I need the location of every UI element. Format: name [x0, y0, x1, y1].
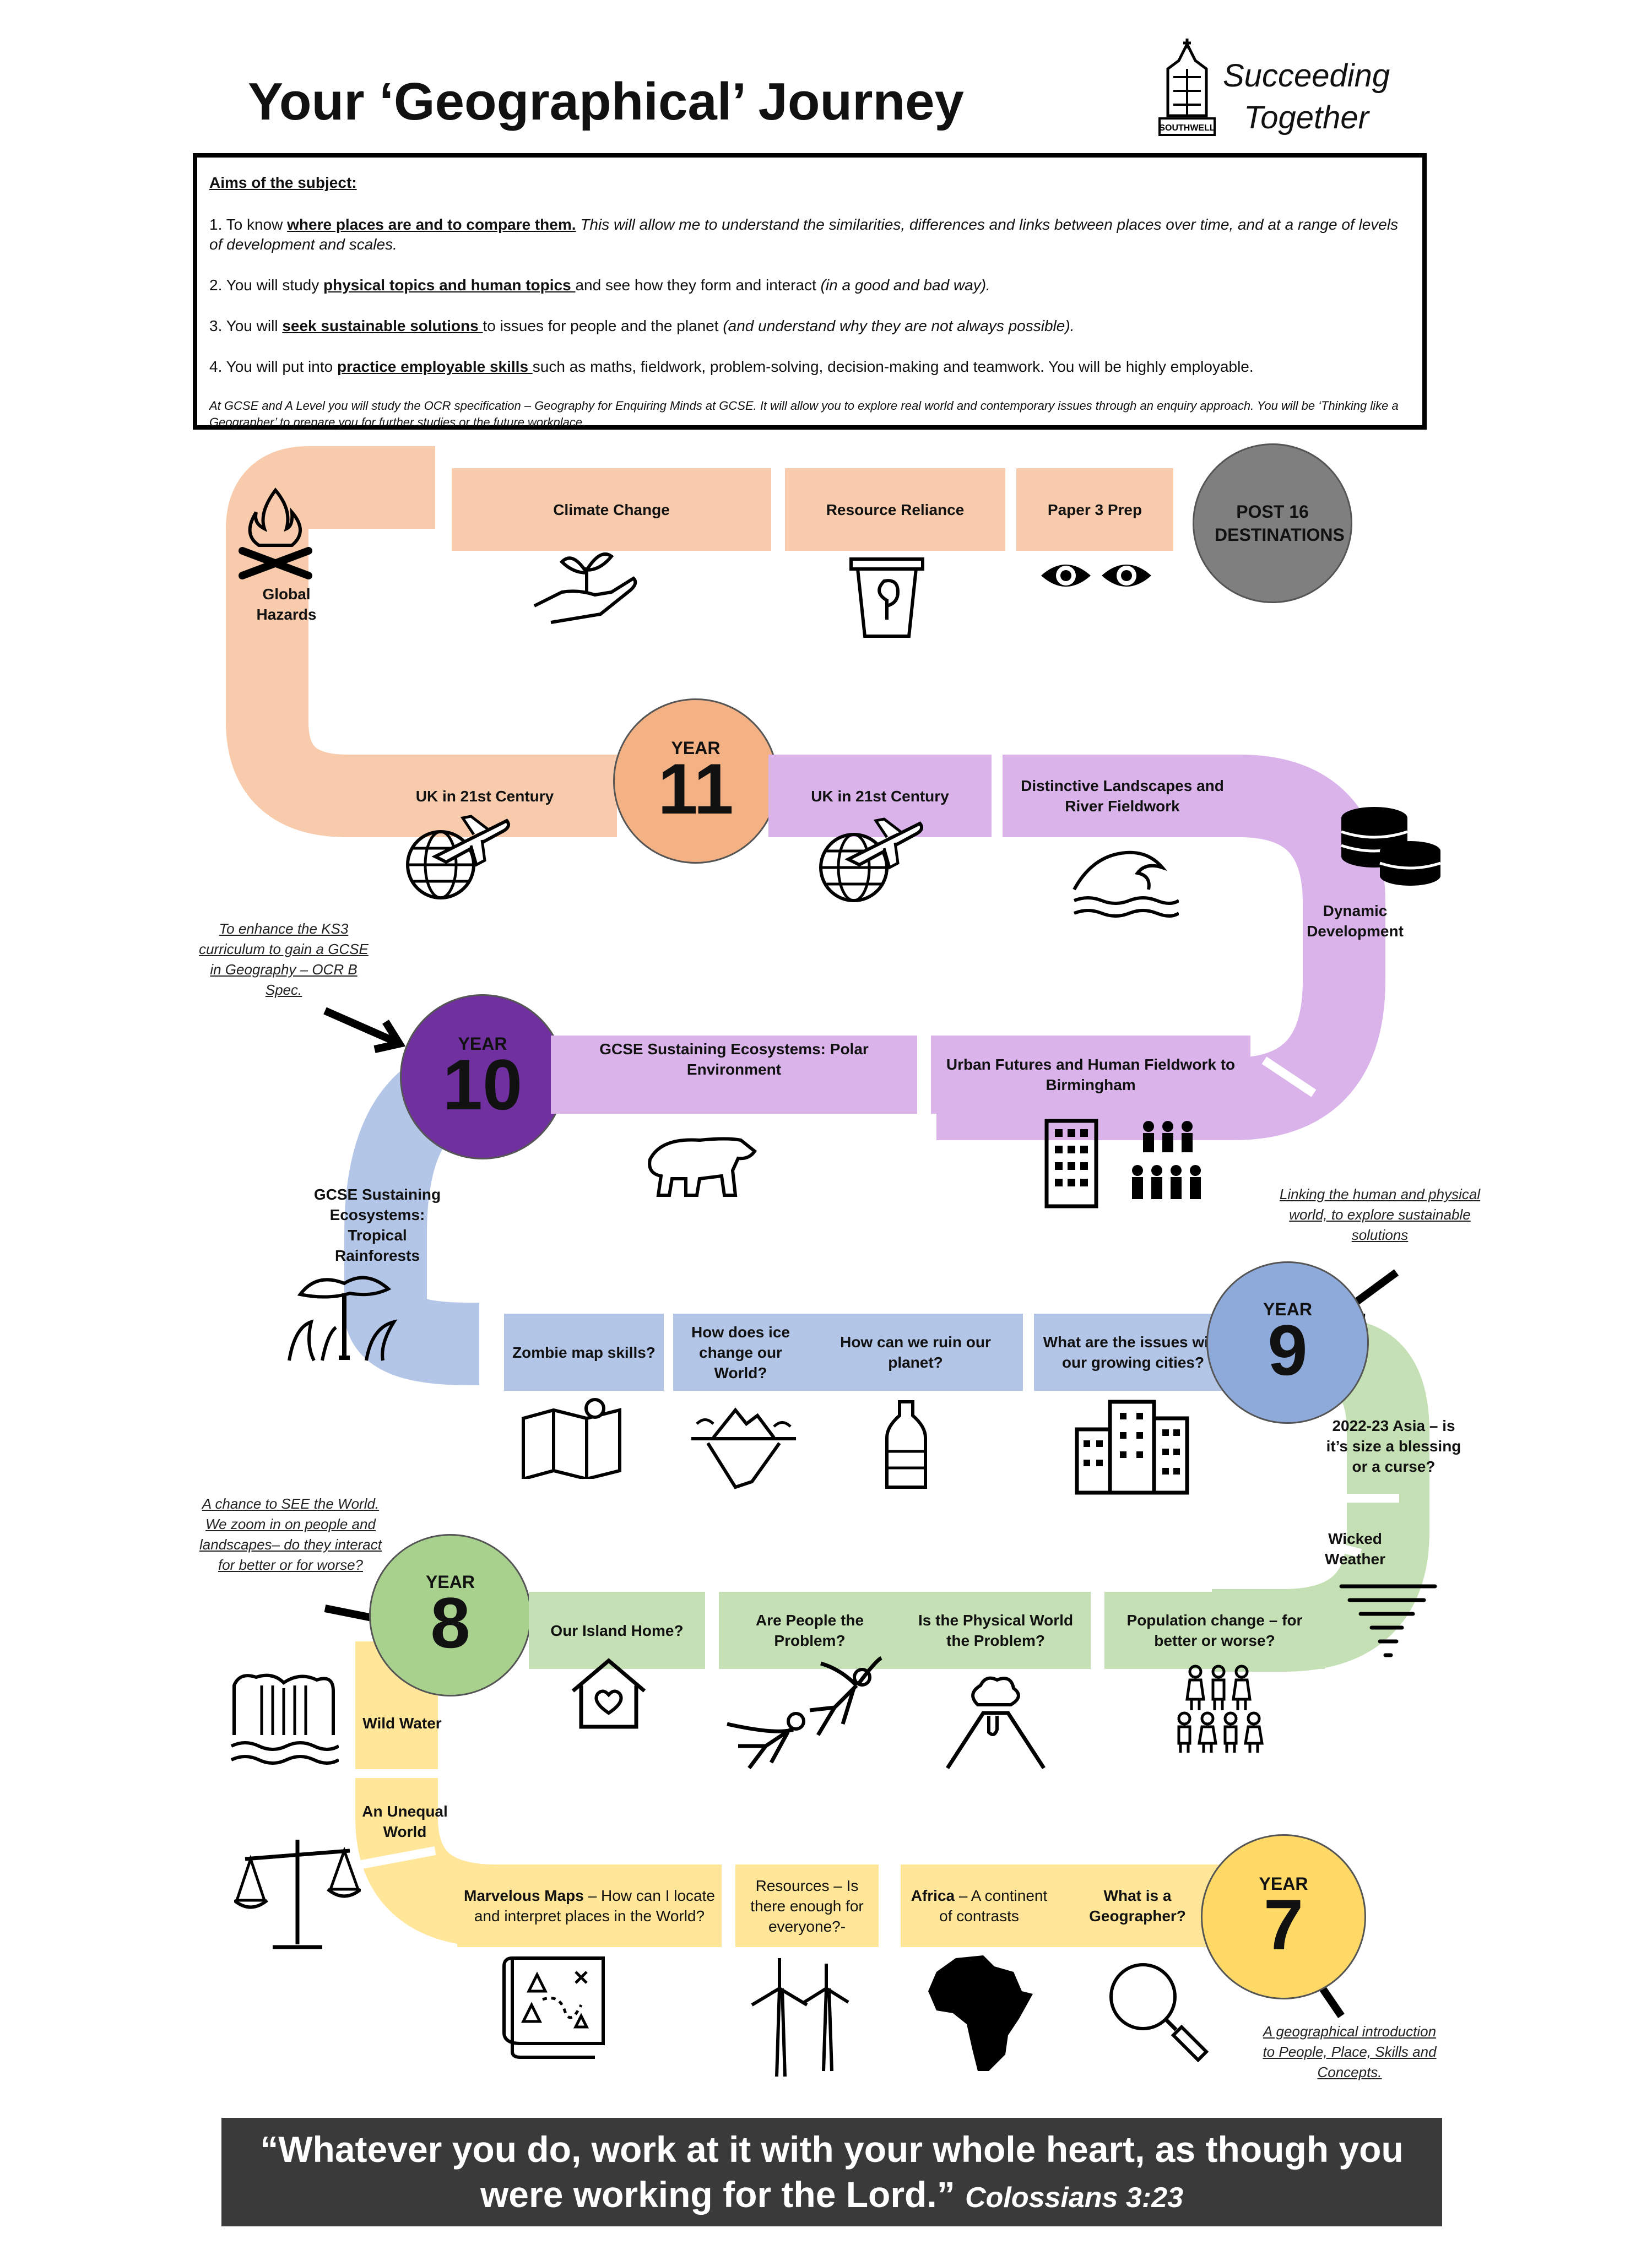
motto-line-2: Together [1244, 100, 1369, 135]
topic-marvelous-maps: Marvelous Maps – How can I locate and in… [457, 1864, 722, 1947]
topic-ice-change: How does ice change our World? [673, 1314, 808, 1391]
eyes-icon [1041, 565, 1151, 587]
topic-resource-reliance: Resource Reliance [785, 468, 1005, 551]
quote-text: “Whatever you do, work at it with your w… [260, 2129, 1404, 2215]
topic-resources: Resources – Is there enough for everyone… [735, 1864, 879, 1947]
scales-icon [234, 1840, 361, 1949]
bottle-icon [885, 1400, 927, 1489]
plant-hand-icon [533, 552, 637, 624]
topic-unequal-world: An Unequal World [362, 1803, 448, 1840]
note-see-world-text: A chance to SEE the World. We zoom in on… [199, 1495, 382, 1573]
scripture-quote: “Whatever you do, work at it with your w… [221, 2118, 1442, 2226]
school-crest-icon: SOUTHWELL [1158, 39, 1216, 136]
waterfall-icon [230, 1673, 339, 1765]
topic-climate-change: Climate Change [452, 468, 771, 551]
aims-heading: Aims of the subject: [209, 174, 357, 191]
year-9-number: 9 [1268, 1310, 1308, 1390]
africa-bold: Africa [911, 1887, 955, 1904]
topic-tropical-rainforests: GCSE Sustaining Ecosystems: Tropical Rai… [313, 1186, 441, 1264]
year-10-number: 10 [442, 1044, 523, 1125]
globe-plane-icon [406, 815, 511, 899]
year-11-word: YEAR [671, 738, 721, 758]
year-9-word: YEAR [1263, 1299, 1312, 1319]
topic-polar-environment: GCSE Sustaining Ecosystems: Polar Enviro… [551, 1036, 917, 1114]
aims-footnote: At GCSE and A Level you will study the O… [209, 399, 1399, 429]
note-ks3: To enhance the KS3 curriculum to gain a … [199, 920, 369, 998]
year-11-badge: YEAR 11 [613, 698, 778, 864]
polar-bear-icon [648, 1137, 757, 1197]
maps-rest: – How can I locate and interpret places … [474, 1887, 715, 1925]
post-16-destinations: POST 16 DESTINATIONS [1193, 443, 1352, 603]
topic-zombie-map-skills: Zombie map skills? [504, 1314, 664, 1391]
topic-global-hazards: Global Hazards [256, 586, 317, 623]
quote-reference: Colossians 3:23 [965, 2182, 1184, 2214]
topic-ruin-planet: How can we ruin our planet? [808, 1314, 1023, 1391]
globe-plane-icon-2 [819, 817, 924, 902]
treasure-map-icon [502, 1956, 605, 2059]
school-motto: Succeeding Together [1223, 55, 1390, 139]
topic-africa: Africa – A continent of contrasts [901, 1864, 1058, 1947]
aim-4: 4. You will put into practice employable… [209, 358, 1254, 375]
year-7-number: 7 [1263, 1884, 1304, 1965]
tornado-icon [1339, 1584, 1437, 1657]
topic-wicked-weather: Wicked Weather [1325, 1530, 1385, 1568]
topic-asia: 2022-23 Asia – is it’s size a blessing o… [1326, 1417, 1461, 1475]
year-10-badge: YEAR 10 [400, 994, 565, 1159]
topic-people-problem: Are People the Problem? [719, 1592, 901, 1669]
magnifier-icon [1109, 1963, 1209, 2063]
map-icon [522, 1398, 621, 1479]
year-7-badge: YEAR 7 [1201, 1834, 1366, 1999]
topic-urban-futures: Urban Futures and Human Fieldwork to Bir… [931, 1036, 1250, 1114]
page-title: Your ‘Geographical’ Journey [248, 72, 964, 131]
coins-icon [1341, 807, 1441, 886]
maps-bold: Marvelous Maps [464, 1887, 584, 1904]
city-icon [1075, 1400, 1189, 1495]
iceberg-icon [691, 1407, 796, 1489]
topic-island-home: Our Island Home? [529, 1592, 705, 1669]
topic-paper-3-prep: Paper 3 Prep [1016, 468, 1173, 551]
topic-physical-problem: Is the Physical World the Problem? [901, 1592, 1091, 1669]
wind-turbine-icon [751, 1958, 849, 2077]
year-9-badge: YEAR 9 [1206, 1261, 1369, 1424]
crowd-icon [1132, 1121, 1201, 1199]
topic-what-is-geographer: What is a Geographer? [1055, 1864, 1220, 1947]
superhero-icon [727, 1656, 882, 1770]
africa-icon [928, 1955, 1033, 2071]
people-icon [1177, 1665, 1264, 1753]
recycle-bin-icon [849, 557, 924, 638]
note-linking: Linking the human and physical world, to… [1279, 1186, 1481, 1243]
building-icon [1044, 1119, 1098, 1208]
year-8-badge: YEAR 8 [369, 1534, 532, 1696]
motto-line-1: Succeeding [1223, 58, 1390, 94]
year-11-number: 11 [658, 748, 734, 829]
note-intro: A geographical introduction to People, P… [1263, 2023, 1437, 2080]
year-7-word: YEAR [1259, 1873, 1308, 1894]
volcano-icon [946, 1676, 1046, 1769]
rainforest-icon [288, 1276, 398, 1362]
topic-wild-water: Wild Water [362, 1715, 442, 1732]
topic-population-change: Population change – for better or worse? [1104, 1592, 1325, 1669]
wave-icon [1073, 850, 1179, 918]
crest-text: SOUTHWELL [1159, 123, 1215, 133]
aim-3: 3. You will seek sustainable solutions t… [209, 317, 1075, 334]
year-10-word: YEAR [458, 1033, 507, 1054]
topic-uk-21st-century-left: UK in 21st Century [353, 755, 617, 837]
post-16-label: POST 16 DESTINATIONS [1215, 502, 1345, 545]
fire-icon [239, 487, 312, 579]
house-heart-icon [571, 1658, 646, 1729]
year-8-word: YEAR [426, 1572, 475, 1592]
africa-rest: – A continent of contrasts [939, 1887, 1048, 1925]
topic-dynamic-development: Dynamic Development [1307, 902, 1404, 940]
aim-1: 1. To know where places are and to compa… [209, 216, 1399, 253]
topic-distinctive-landscapes: Distinctive Landscapes and River Fieldwo… [1003, 755, 1242, 837]
aims-box: Aims of the subject: 1. To know where pl… [193, 153, 1427, 430]
year-8-number: 8 [430, 1582, 470, 1663]
note-see-world: A chance to SEE the World. We zoom in on… [193, 1494, 388, 1575]
topic-growing-cities: What are the issues with our growing cit… [1034, 1314, 1232, 1391]
aim-2: 2. You will study physical topics and hu… [209, 277, 990, 294]
